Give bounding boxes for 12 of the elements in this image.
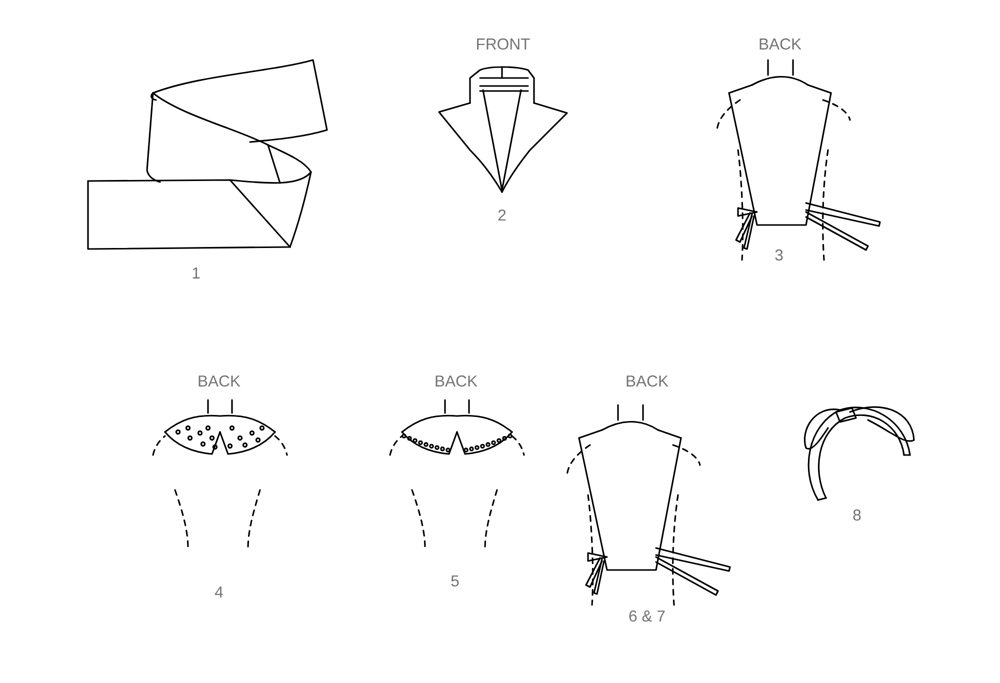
number-label: 8 xyxy=(853,509,861,521)
view-label: FRONT xyxy=(477,38,530,50)
view-label: BACK xyxy=(436,375,478,387)
number-label: 6 & 7 xyxy=(629,610,665,622)
number-label: 3 xyxy=(775,249,783,261)
number-label: 1 xyxy=(192,268,200,278)
number-label: 2 xyxy=(498,209,506,221)
view-label: BACK xyxy=(626,375,668,387)
view-label: BACK xyxy=(198,375,240,387)
view-label: BACK xyxy=(760,38,802,50)
number-label: 5 xyxy=(451,575,459,587)
number-label: 4 xyxy=(214,586,223,598)
